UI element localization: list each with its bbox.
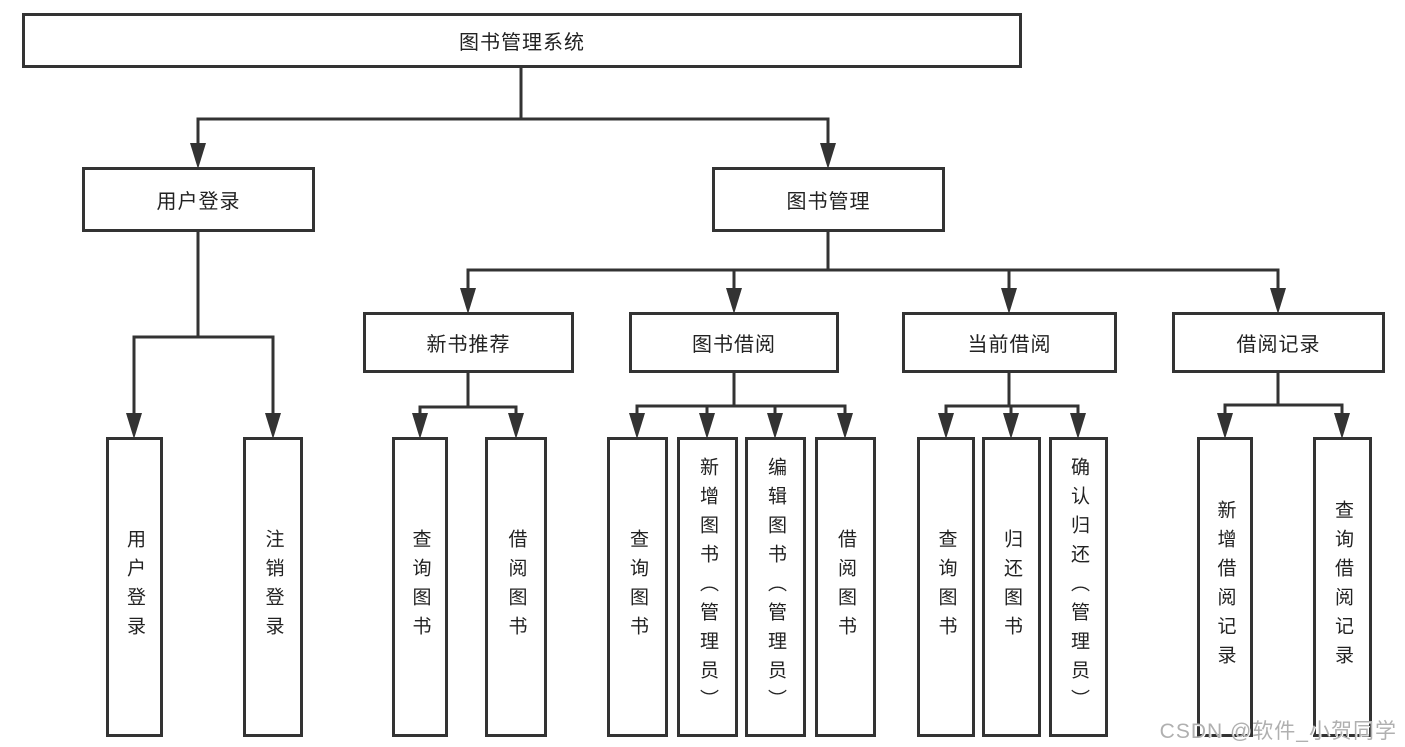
node-leaf-query-borrow-record: 查询借阅记录 — [1313, 437, 1372, 737]
node-leaf-add-borrow-record: 新增借阅记录 — [1197, 437, 1253, 737]
node-label: 图书借阅 — [692, 334, 776, 356]
node-label: 查询图书 — [627, 529, 648, 645]
node-label: 新书推荐 — [426, 334, 511, 356]
node-label: 新增图书（管理员） — [697, 456, 718, 718]
node-label: 归还图书 — [1001, 529, 1022, 645]
node-leaf-add-books-admin: 新增图书（管理员） — [677, 437, 738, 737]
node-current-borrowing: 当前借阅 — [902, 312, 1117, 373]
node-label: 当前借阅 — [967, 334, 1052, 356]
node-leaf-query-books-current: 查询图书 — [917, 437, 975, 737]
node-borrow-records: 借阅记录 — [1172, 312, 1385, 373]
node-leaf-confirm-return-admin: 确认归还（管理员） — [1049, 437, 1108, 737]
node-label: 查询借阅记录 — [1332, 500, 1353, 674]
node-label: 查询图书 — [935, 529, 957, 645]
csdn-watermark: CSDN @软件_小贺同学 — [1159, 720, 1397, 743]
node-leaf-logout: 注销登录 — [243, 437, 303, 737]
node-book-borrowing: 图书借阅 — [629, 312, 839, 373]
node-label: 借阅图书 — [505, 529, 527, 645]
connector-paths — [132, 64, 1344, 433]
node-label: 用户登录 — [156, 191, 241, 213]
node-leaf-edit-books-admin: 编辑图书（管理员） — [745, 437, 806, 737]
node-leaf-user-login: 用户登录 — [106, 437, 163, 737]
node-leaf-return-books: 归还图书 — [982, 437, 1041, 737]
node-root-system: 图书管理系统 — [22, 13, 1022, 68]
node-label: 查询图书 — [409, 529, 431, 645]
node-leaf-query-books-recommend: 查询图书 — [392, 437, 448, 737]
node-label: 确认归还（管理员） — [1068, 456, 1089, 718]
node-leaf-borrow-books: 借阅图书 — [815, 437, 876, 737]
node-label: 借阅图书 — [835, 529, 856, 645]
node-leaf-query-books-borrow: 查询图书 — [607, 437, 668, 737]
node-leaf-borrow-books-recommend: 借阅图书 — [485, 437, 547, 737]
node-label: 注销登录 — [262, 529, 284, 645]
node-label: 新增借阅记录 — [1214, 500, 1236, 674]
node-book-management: 图书管理 — [712, 167, 945, 232]
node-label: 图书管理 — [786, 191, 871, 213]
node-label: 用户登录 — [124, 529, 145, 645]
node-new-book-recommend: 新书推荐 — [363, 312, 574, 373]
node-user-login: 用户登录 — [82, 167, 315, 232]
node-label: 借阅记录 — [1236, 334, 1321, 356]
node-label: 编辑图书（管理员） — [765, 456, 786, 718]
node-label: 图书管理系统 — [459, 32, 585, 54]
